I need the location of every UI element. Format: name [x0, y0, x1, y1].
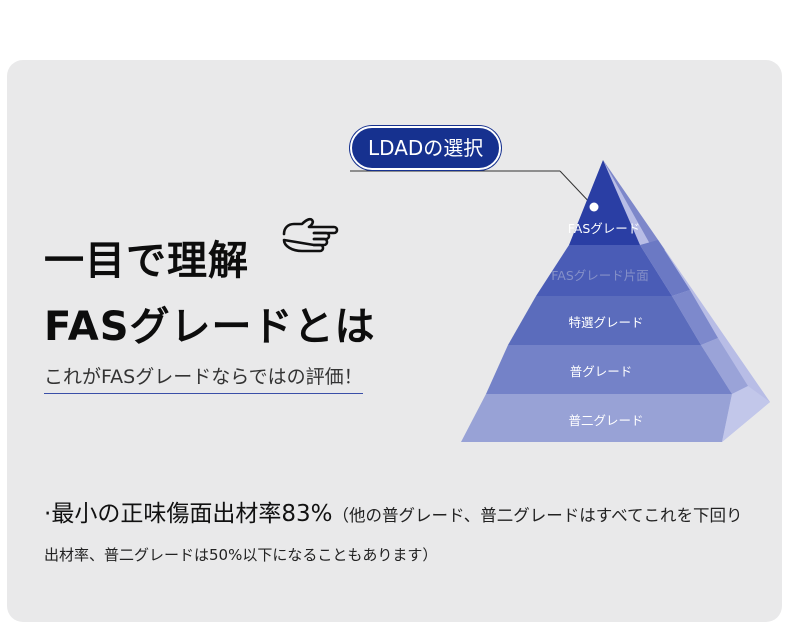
bullet-main-text: 最小の正味傷面出材率83%	[51, 501, 333, 527]
pointing-hand-icon	[282, 217, 339, 253]
bullet-marker: ·	[44, 501, 52, 527]
pyramid-label-2: FASグレード片面	[551, 268, 649, 283]
pyramid-label-4: 普グレード	[570, 364, 633, 379]
ldad-badge: LDADの選択	[350, 126, 502, 170]
title-line-1: 一目で理解	[44, 238, 249, 284]
subtitle: これがFASグレードならではの評価！	[44, 362, 363, 394]
pyramid-label-3: 特選グレード	[568, 315, 643, 330]
pointer-dot	[589, 202, 599, 212]
footnote: 出材率、普二グレードは50%以下になることもあります）	[44, 546, 438, 564]
bullet-paren-text: （他の普グレード、普二グレードはすべてこれを下回り	[332, 506, 743, 525]
title-line-2: FASグレードとは	[44, 304, 376, 350]
pyramid-label-1: FASグレード	[568, 221, 641, 236]
pyramid-level-1	[569, 160, 640, 245]
pyramid-level-2	[536, 245, 672, 296]
pyramid-label-5: 普二グレード	[568, 413, 643, 428]
pyramid-level-5	[461, 394, 732, 442]
bullet-point: ·最小の正味傷面出材率83%（他の普グレード、普二グレードはすべてこれを下回り	[44, 494, 742, 528]
pyramid-level-4	[486, 345, 732, 394]
pyramid-level-3	[508, 296, 701, 345]
